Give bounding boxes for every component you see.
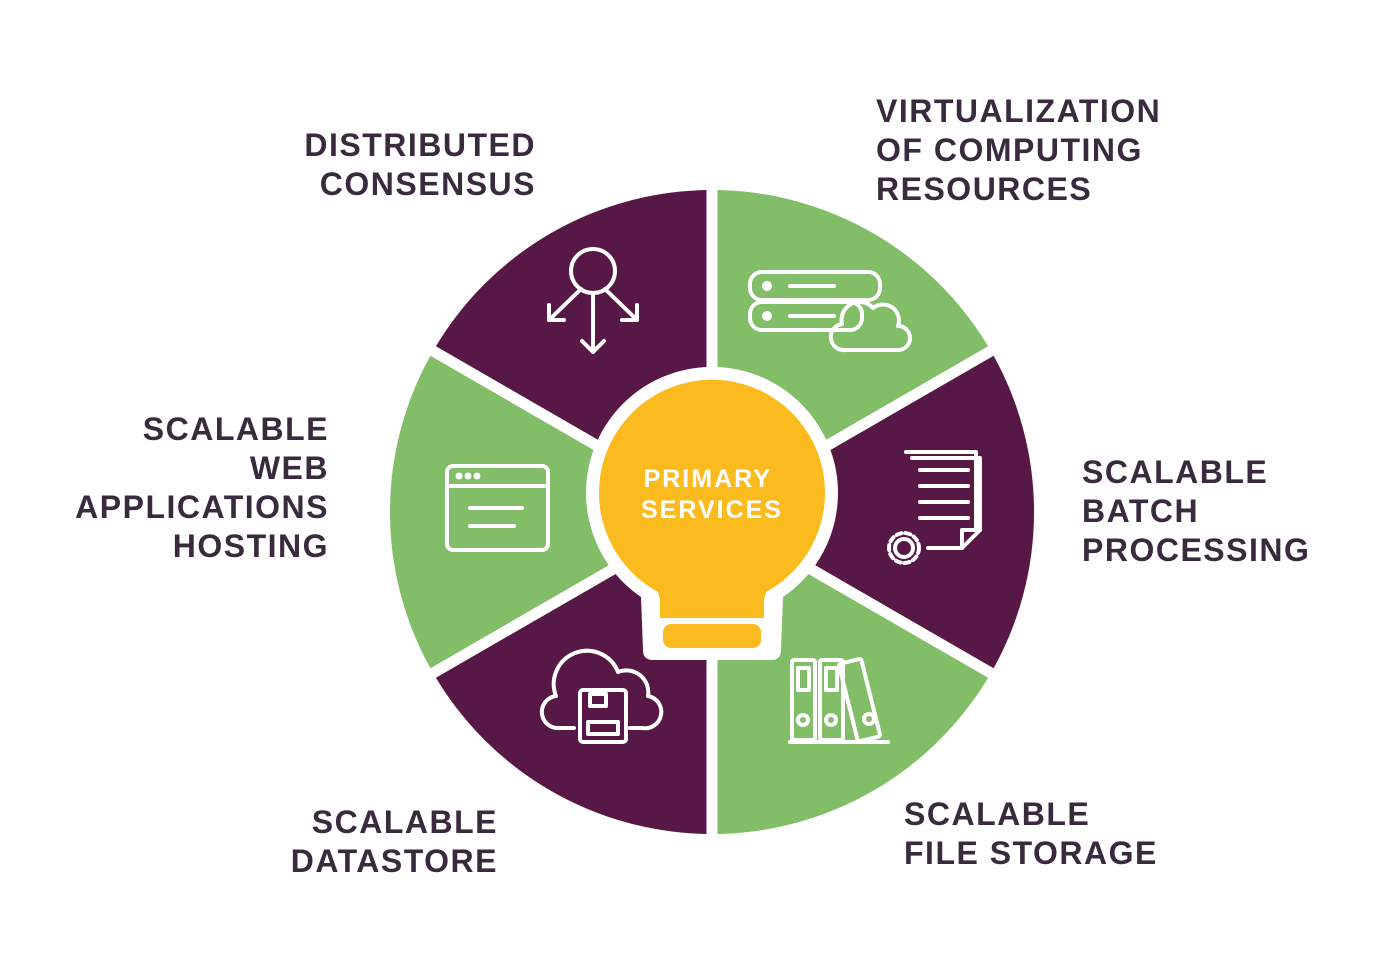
binders-icon — [788, 656, 890, 744]
label-line: DATASTORE — [290, 843, 498, 879]
label-virtualization: VIRTUALIZATION OF COMPUTING RESOURCES — [876, 92, 1161, 209]
label-line: DISTRIBUTED — [304, 127, 536, 163]
label-line: CONSENSUS — [319, 166, 536, 202]
bulb-base — [663, 624, 761, 648]
label-line: SCALABLE — [1082, 454, 1269, 490]
label-datastore: SCALABLE DATASTORE — [291, 803, 498, 881]
label-line: SCALABLE — [904, 796, 1091, 832]
label-line: BATCH — [1082, 493, 1200, 529]
label-line: OF COMPUTING — [876, 132, 1143, 168]
segment-web-hosting — [389, 351, 712, 673]
bulb-neck — [660, 596, 764, 618]
consensus-icon — [547, 247, 639, 354]
browser-window-icon — [445, 464, 550, 552]
label-line: APPLICATIONS — [75, 489, 329, 525]
segment-batch-processing — [712, 351, 1035, 673]
label-line: SCALABLE — [311, 804, 498, 840]
cloud-floppy-icon — [539, 648, 664, 744]
light-bulb-center: PRIMARY SERVICES — [586, 366, 839, 660]
bulb-body — [599, 379, 826, 600]
label-web-hosting: SCALABLE WEB APPLICATIONS HOSTING — [75, 410, 329, 566]
center-line-1: PRIMARY — [644, 465, 772, 493]
center-title: PRIMARY SERVICES — [641, 465, 783, 524]
label-line: WEB — [249, 450, 329, 486]
label-line: VIRTUALIZATION — [876, 93, 1162, 129]
label-line: RESOURCES — [876, 171, 1093, 207]
label-line: SCALABLE — [142, 411, 329, 447]
label-line: PROCESSING — [1082, 532, 1311, 568]
label-distributed-consensus: DISTRIBUTED CONSENSUS — [304, 126, 536, 204]
center-line-2: SERVICES — [641, 496, 783, 524]
label-file-storage: SCALABLE FILE STORAGE — [904, 795, 1158, 873]
label-line: HOSTING — [172, 528, 329, 564]
label-batch-processing: SCALABLE BATCH PROCESSING — [1082, 453, 1310, 570]
label-line: FILE STORAGE — [904, 835, 1158, 871]
document-gear-icon — [887, 450, 982, 565]
server-cloud-icon — [748, 270, 912, 353]
